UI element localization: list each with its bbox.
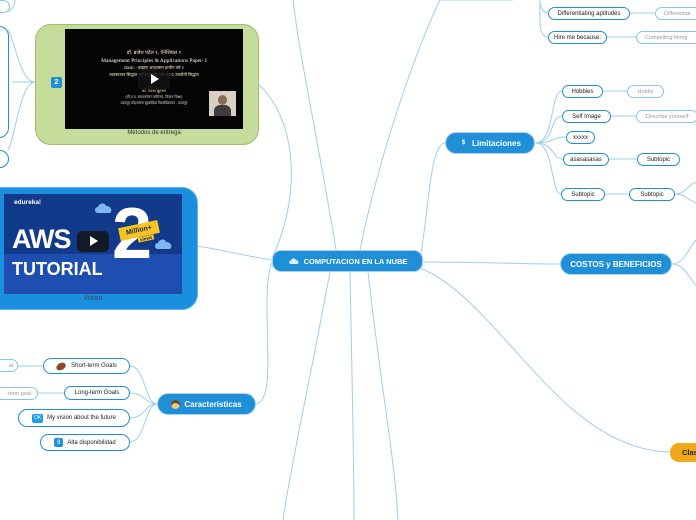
- hobby-leaf[interactable]: Hobby: [627, 85, 664, 98]
- topic-costos-beneficios[interactable]: COSTOS y BENEFICIOS: [560, 253, 672, 275]
- central-topic-label: COMPUTACION EN LA NUBE: [303, 256, 408, 266]
- football-icon: [55, 360, 68, 372]
- partial-goal-leaf[interactable]: al: [0, 359, 18, 372]
- cloud-icon: [95, 203, 112, 213]
- compelling-leaf[interactable]: Compelling hiring: [636, 31, 696, 44]
- long-term-goals-node[interactable]: Long-term Goals: [64, 386, 130, 400]
- cloud-icon: [288, 258, 299, 264]
- video-text-line: (बी.ए.प्र. स्नातकोत्तर वाणिज्य, विज्ञान …: [125, 95, 183, 99]
- describe-yourself-leaf[interactable]: Describe yourself: [636, 110, 696, 123]
- video-text-line: उदयपुर,मोहनलाल सुखाड़िया विश्वविद्यालय ,…: [120, 101, 188, 105]
- subtopic-node[interactable]: Subtopic: [629, 188, 675, 201]
- short-term-goals-node[interactable]: Short-term Goals: [43, 358, 130, 374]
- metodos-video-thumbnail[interactable]: डॉ. ब्रजेश पटेल १, ऐनेशियल १ Management …: [65, 29, 243, 129]
- hobbies-node[interactable]: Hobbies: [562, 85, 603, 98]
- play-button-icon[interactable]: [77, 231, 109, 252]
- number-badge-icon: 8: [54, 438, 64, 447]
- aws-title: AWS: [12, 224, 72, 254]
- topic-caracteristicas[interactable]: Caracteristicas: [157, 393, 256, 415]
- long-term-goal-leaf[interactable]: -term goal: [0, 387, 38, 400]
- partial-left-bracket-node[interactable]: [0, 26, 9, 138]
- differentiating-label: Differentiating aptitudes: [557, 10, 621, 17]
- presenter-photo: [209, 91, 236, 116]
- differentiat-leaf[interactable]: Differentiat: [655, 7, 696, 20]
- asasasasas-node[interactable]: asasasasas: [563, 153, 609, 166]
- vision-video-thumbnail[interactable]: edureka! AWS TUTORIAL 2 Million+ views: [4, 194, 182, 294]
- video-text-line: Management Principles & Applications Pap…: [101, 58, 207, 64]
- metodos-badge: 2: [51, 77, 62, 88]
- alta-disponibilidad-node[interactable]: 8 Alta disponibilidad: [40, 434, 130, 451]
- partial-left-top-node[interactable]: [0, 0, 10, 13]
- self-image-node[interactable]: Self Image: [562, 110, 611, 123]
- topic-clas[interactable]: Clas: [670, 443, 696, 462]
- person-icon: [171, 399, 181, 409]
- cloud-icon: [155, 239, 172, 249]
- vision-future-node[interactable]: OK My vision about the future: [18, 409, 130, 427]
- video-text-line: डॉ. पटेल कुमार: [142, 88, 166, 93]
- ok-icon: OK: [32, 413, 44, 423]
- dollar-icon: $: [459, 138, 469, 148]
- metodos-caption: Métodos de entrega: [127, 130, 181, 136]
- play-button-icon[interactable]: [138, 69, 170, 90]
- hire-me-node[interactable]: Hire me because:: [548, 31, 607, 44]
- subtopic-node[interactable]: Subtopic: [637, 153, 680, 166]
- topic-limitaciones[interactable]: $ Limitaciones: [445, 132, 535, 154]
- tutorial-title: TUTORIAL: [12, 259, 103, 279]
- video-text-line: डॉ. ब्रजेश पटेल १, ऐनेशियल १: [126, 50, 182, 56]
- video-text-line: Basic - ब्राह्मण अनुशासन प्राचीन वर्ष १: [124, 65, 184, 70]
- vision-caption: Vision: [83, 295, 103, 302]
- xxxxx-node[interactable]: xxxxx: [566, 131, 595, 144]
- central-topic[interactable]: COMPUTACION EN LA NUBE: [272, 250, 423, 272]
- differentiating-node[interactable]: Differentiating aptitudes: [548, 7, 630, 20]
- subtopic-node[interactable]: Subtopic: [561, 188, 605, 201]
- edureka-logo: edureka!: [14, 199, 42, 206]
